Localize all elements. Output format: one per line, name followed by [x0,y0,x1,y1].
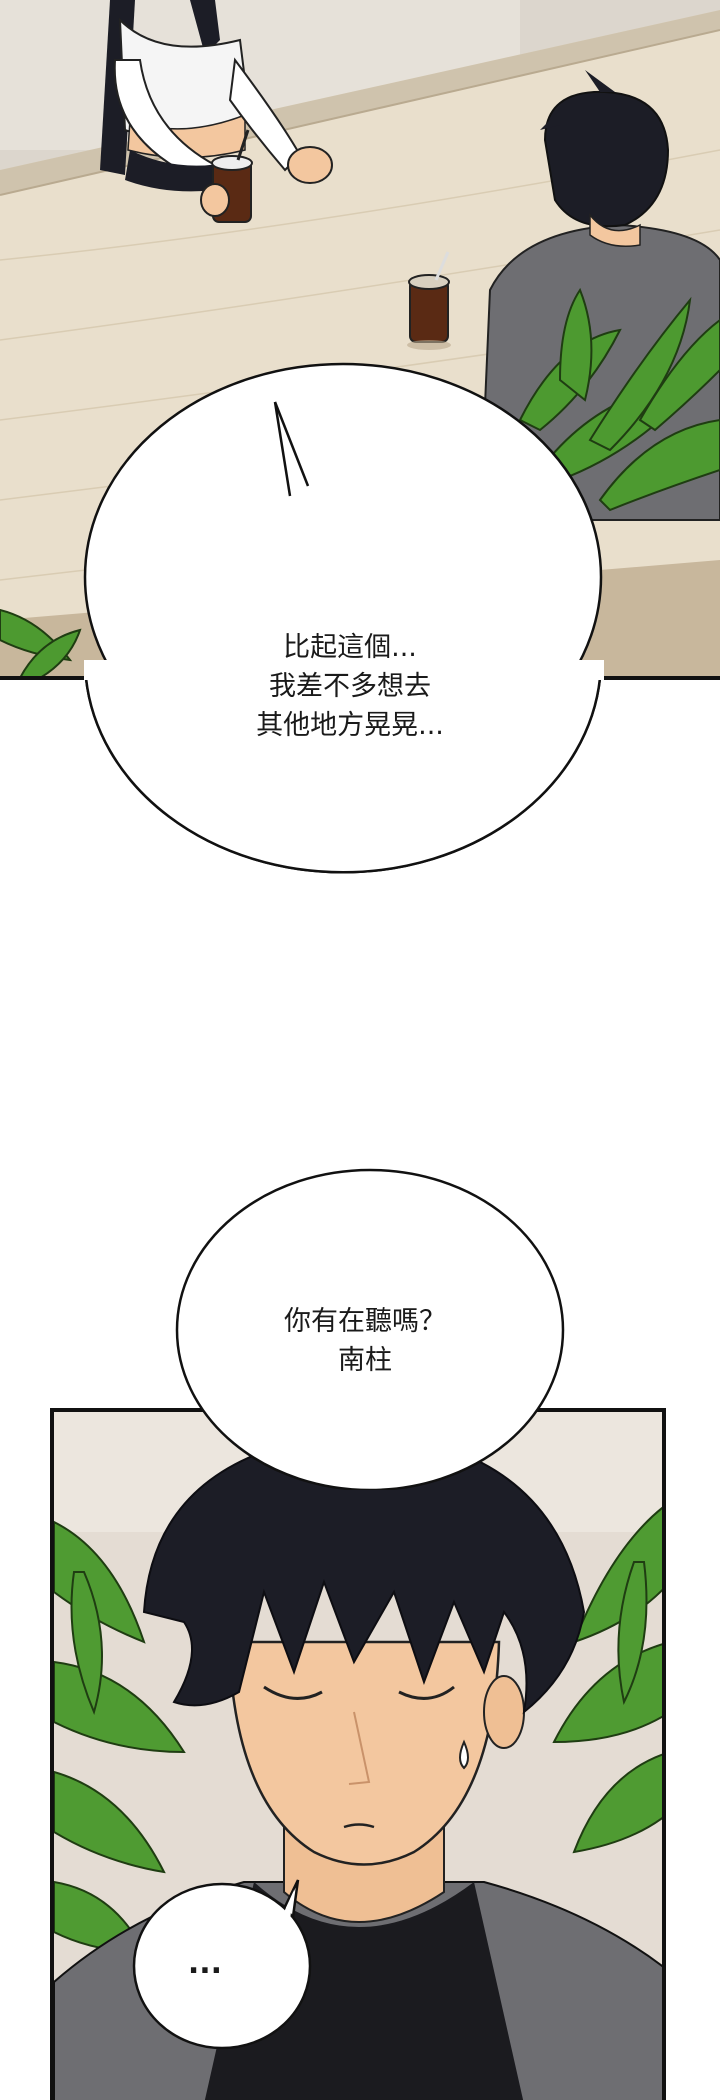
ear [483,1675,525,1749]
plant-leaves-bottom-left [0,608,82,678]
woman-figure [100,0,333,192]
speech-bubble-1 [83,362,603,678]
top-panel [0,0,720,678]
bubble-2-line-1: 你有在聽嗎？ [284,1306,446,1337]
bubble-2-text: 你有在聽嗎？ 南柱 [215,1302,515,1380]
cafe-scene-illustration [0,0,720,678]
iced-coffee-cup-woman [200,129,253,223]
bubble-3-text: ... [145,1946,265,1982]
speech-bubble-2 [175,1168,565,1490]
bubble-1-line-3: 其他地方晃晃... [256,710,444,741]
background-plants [54,1506,662,1954]
left-eye-closed [263,1685,323,1700]
sweat-drop-icon [459,1739,469,1770]
iced-coffee-cup-table [407,251,451,350]
right-eye-closed [398,1685,455,1700]
bubble-1-overlay [84,660,604,874]
bubble-1-line-2: 我差不多想去 [269,671,431,702]
bubble-1-text: 比起這個... 我差不多想去 其他地方晃晃... [160,628,540,745]
plant-leaves-top [398,287,720,512]
bubble-3-line-1: ... [187,1946,223,1981]
speech-bubble-3 [132,1879,312,2050]
nose [348,1711,371,1785]
mouth [343,1823,375,1829]
bubble-1-line-1: 比起這個... [283,632,417,663]
bubble-2-line-2: 南柱 [338,1345,392,1376]
